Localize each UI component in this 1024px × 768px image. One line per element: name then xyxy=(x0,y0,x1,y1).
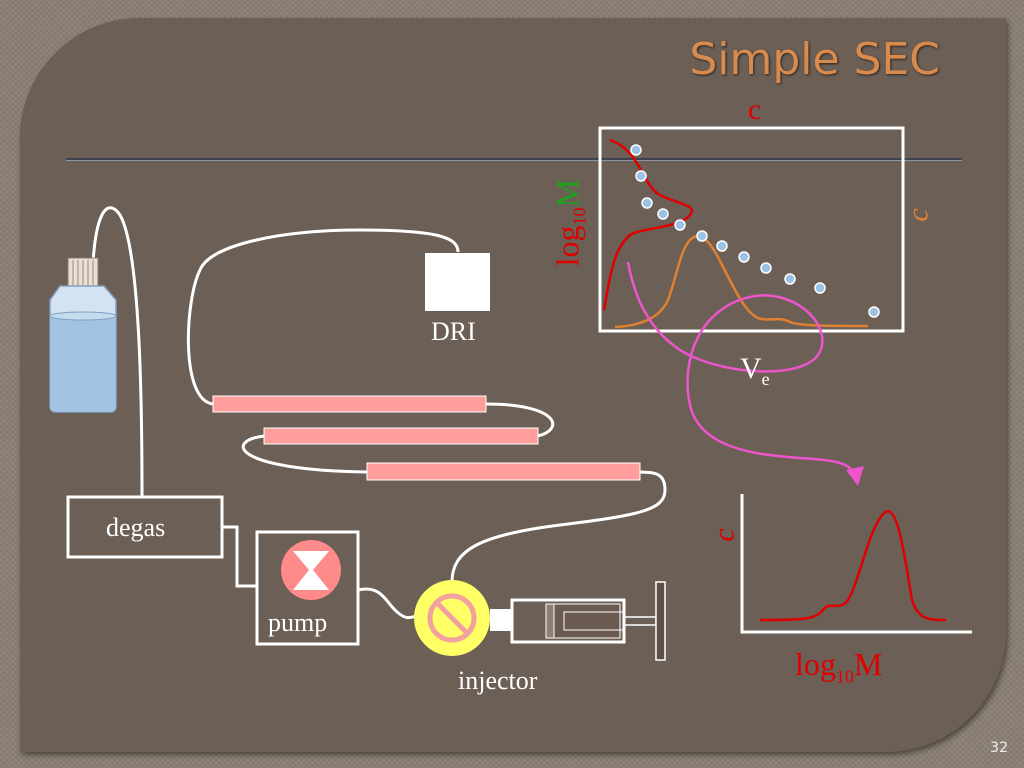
bottom-chart-x-axis-label: log10M xyxy=(795,646,883,687)
detector-label: DRI xyxy=(431,317,476,346)
pump-label: pump xyxy=(268,608,328,637)
calibration-point xyxy=(635,170,647,182)
column-connection-tube xyxy=(485,402,555,438)
calibration-point xyxy=(696,230,708,242)
dri-detector xyxy=(425,253,490,311)
top-chart-top-axis-label: c xyxy=(748,93,762,126)
column xyxy=(263,427,539,445)
column xyxy=(212,395,487,413)
injector-label: injector xyxy=(458,666,538,695)
calibration-point xyxy=(784,273,796,285)
calibration-point xyxy=(738,251,750,263)
syringe-icon xyxy=(490,581,666,661)
column-to-detector-tube xyxy=(186,228,460,406)
degas-label: degas xyxy=(106,513,166,542)
concentration-curve xyxy=(614,234,869,329)
calibration-point xyxy=(674,219,686,231)
page-number: 32 xyxy=(990,740,1008,756)
calibration-point xyxy=(630,144,642,156)
calibration-point xyxy=(760,262,772,274)
pump-to-injector-tube xyxy=(357,587,417,620)
calibration-point xyxy=(814,282,826,294)
injector-to-column-tube xyxy=(450,470,667,583)
bottom-chart-axes xyxy=(740,494,972,634)
title-rule xyxy=(66,158,962,161)
calibration-point xyxy=(641,197,653,209)
degas-to-pump-tube xyxy=(222,525,257,588)
calibration-points xyxy=(630,144,880,318)
top-chart-left-axis-label: log10M xyxy=(549,179,590,267)
arrowhead-icon xyxy=(846,466,864,486)
bottom-chart-y-axis-label: c xyxy=(707,528,741,542)
calibration-point xyxy=(716,240,728,252)
solvent-tube xyxy=(90,206,144,497)
top-chart-right-axis-label: c xyxy=(901,208,935,222)
column-connection-tube xyxy=(241,434,368,474)
transform-arrow xyxy=(626,261,855,473)
calibration-point xyxy=(657,208,669,220)
molecular-weight-distribution xyxy=(759,509,947,622)
pump-box xyxy=(255,530,360,646)
calibration-point xyxy=(868,306,880,318)
slide-title: Simple SEC xyxy=(689,34,940,85)
no-symbol-valve-icon xyxy=(414,580,490,656)
top-chart-x-axis-label: Ve xyxy=(740,352,770,389)
hourglass-pump-icon xyxy=(281,540,341,600)
column xyxy=(366,462,641,481)
top-chart-frame xyxy=(598,126,905,333)
solvent-bottle-icon xyxy=(49,257,117,413)
